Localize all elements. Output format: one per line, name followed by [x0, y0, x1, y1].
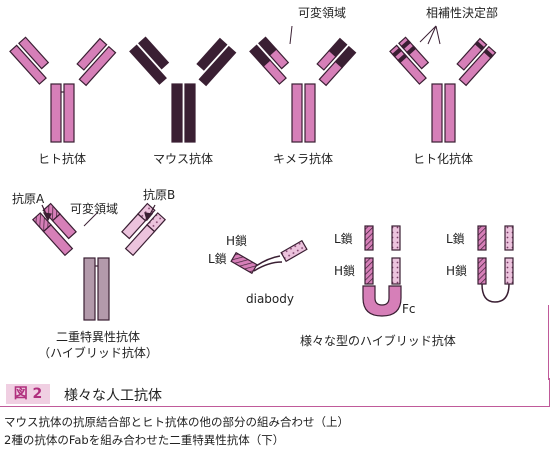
chimeric-antibody-label: キメラ抗体 [272, 152, 334, 166]
human-antibody-label: ヒト抗体 [37, 152, 87, 166]
mouse-antibody [129, 36, 237, 143]
figure-frame-right [548, 305, 549, 380]
diabody-label: diabody [246, 292, 294, 306]
fc-hybrid-h-chain-label: H鎖 [334, 264, 356, 278]
figure-title: 様々な人工抗体 [64, 388, 162, 404]
humanized-antibody [389, 25, 497, 143]
caption-line-2: 2種の抗体のFabを組み合わせた二重特異性抗体（下） [4, 433, 285, 447]
hybrid-types-label: 様々な型のハイブリッド抗体 [300, 334, 456, 348]
fc-hybrid-l-chain-label: L鎖 [334, 232, 353, 246]
caption-line-1: マウス抗体の抗原結合部とヒト抗体の他の部分の組み合わせ（上） [4, 415, 349, 429]
diabody-h-chain-label: H鎖 [226, 234, 248, 248]
fc-hybrid-antibody [362, 225, 402, 317]
bispecific-label-line2: （ハイブリッド抗体） [38, 346, 158, 360]
variable-region-label: 可変領域 [298, 6, 347, 20]
mouse-antibody-label: マウス抗体 [152, 152, 214, 166]
humanized-antibody-label: ヒト化抗体 [412, 152, 474, 166]
figure-number: 図 2 [6, 384, 50, 404]
linked-hybrid-antibody [477, 225, 514, 303]
figure-frame-bottom [0, 378, 550, 407]
bispecific-variable-region-label: 可変領域 [70, 202, 119, 216]
cdr-label: 相補性決定部 [426, 6, 499, 20]
linked-hybrid-h-chain-label: H鎖 [446, 264, 468, 278]
diabody-l-chain-label: L鎖 [208, 252, 227, 266]
linked-hybrid-l-chain-label: L鎖 [446, 232, 465, 246]
chimeric-antibody [249, 25, 357, 143]
antibody-diagram [9, 25, 514, 321]
antigen-b-label: 抗原B [143, 188, 176, 202]
bispecific-antibody [31, 202, 167, 321]
fc-label: Fc [402, 302, 416, 316]
bispecific-label-line1: 二重特異性抗体 [55, 330, 141, 344]
antigen-a-label: 抗原A [12, 192, 45, 206]
human-antibody [9, 36, 117, 143]
diabody [230, 239, 308, 275]
